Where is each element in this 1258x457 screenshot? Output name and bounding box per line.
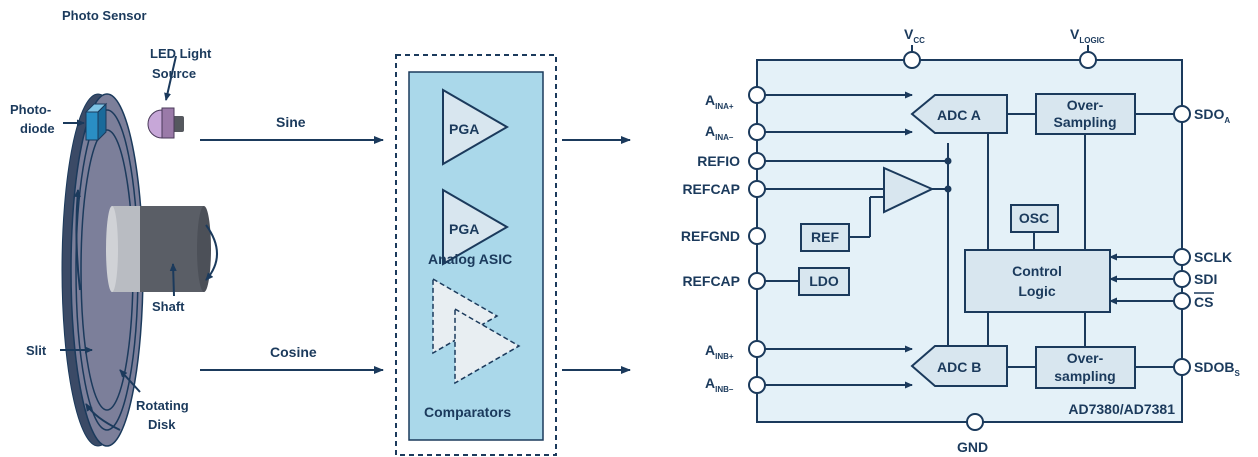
adc-chip-section: VCC VLOGIC GND AINA+ AINA– REFIO REFCAP … bbox=[681, 26, 1241, 455]
control-logic-block bbox=[964, 249, 1111, 313]
led-light-source-icon bbox=[147, 107, 184, 139]
shaft-pointer bbox=[169, 263, 177, 297]
sdi-pin bbox=[1173, 270, 1191, 288]
ain-b-minus-label: AINB– bbox=[705, 375, 734, 394]
adc-b-block bbox=[910, 345, 1008, 387]
pga-label-2: PGA bbox=[449, 221, 479, 237]
led-label-line1: LED Light bbox=[150, 46, 212, 61]
shaft-label: Shaft bbox=[152, 299, 185, 314]
comparator-triangle-2 bbox=[454, 307, 521, 385]
adc-b-label: ADC B bbox=[937, 359, 981, 375]
oversampling-b-line1: Over- bbox=[1067, 350, 1104, 366]
shaft-icon bbox=[106, 206, 218, 292]
ain-a-plus-pin bbox=[748, 86, 766, 104]
control-logic-line1: Control bbox=[1012, 263, 1062, 279]
sdob-pin bbox=[1173, 358, 1191, 376]
led-pointer bbox=[164, 55, 177, 101]
ain-b-plus-label: AINB+ bbox=[705, 342, 734, 361]
adc-a-block bbox=[910, 94, 1008, 134]
led-label-line2: Source bbox=[152, 66, 196, 81]
refgnd-label: REFGND bbox=[681, 228, 740, 244]
refcap-label-2: REFCAP bbox=[682, 273, 740, 289]
oversampling-b-line2: sampling bbox=[1054, 368, 1115, 384]
sdob-label: SDOBS bbox=[1194, 359, 1240, 378]
ain-a-minus-label: AINA– bbox=[705, 123, 734, 142]
sdi-label: SDI bbox=[1194, 271, 1217, 287]
slit-label: Slit bbox=[26, 343, 47, 358]
sclk-label: SCLK bbox=[1194, 249, 1232, 265]
gnd-pin bbox=[966, 413, 984, 431]
adc-a-label: ADC A bbox=[937, 107, 981, 123]
vlogic-label: VLOGIC bbox=[1070, 26, 1105, 45]
ldo-block bbox=[798, 267, 850, 296]
control-logic-line2: Logic bbox=[1018, 283, 1056, 299]
analog-asic-section: PGA PGA Analog ASIC Comparators bbox=[395, 54, 557, 456]
ref-buffer-amp bbox=[883, 166, 935, 214]
refio-pin bbox=[748, 152, 766, 170]
photodiode-label-line1: Photo- bbox=[10, 102, 51, 117]
ain-a-minus-pin bbox=[748, 123, 766, 141]
photodiode-label-line2: diode bbox=[20, 121, 55, 136]
sdoa-pin bbox=[1173, 105, 1191, 123]
cosine-label: Cosine bbox=[270, 344, 317, 360]
disk-label-line2: Disk bbox=[148, 417, 176, 432]
ref-block bbox=[800, 223, 850, 252]
disk-label-line1: Rotating bbox=[136, 398, 189, 413]
sine-label: Sine bbox=[276, 114, 306, 130]
refgnd-pin bbox=[748, 227, 766, 245]
comparators-label: Comparators bbox=[424, 404, 511, 420]
pga-triangle-1 bbox=[442, 88, 509, 166]
refcap-label-1: REFCAP bbox=[682, 181, 740, 197]
oversampling-a-line2: Sampling bbox=[1053, 114, 1116, 130]
cs-label: CS bbox=[1194, 294, 1213, 310]
internal-wiring bbox=[765, 91, 1174, 389]
asic-dashed-frame bbox=[395, 54, 557, 456]
encoder-section: Photo Sensor bbox=[10, 8, 218, 447]
ref-label: REF bbox=[811, 229, 839, 245]
sclk-pin bbox=[1173, 248, 1191, 266]
refcap-pin-1 bbox=[748, 180, 766, 198]
oversampling-a-line1: Over- bbox=[1067, 97, 1104, 113]
analog-asic-label: Analog ASIC bbox=[428, 251, 512, 267]
vlogic-pin bbox=[1079, 51, 1097, 69]
osc-block bbox=[1010, 204, 1059, 233]
ain-a-plus-label: AINA+ bbox=[705, 92, 734, 111]
oversampling-b-block bbox=[1035, 346, 1136, 389]
ldo-label: LDO bbox=[809, 273, 839, 289]
oversampling-a-block bbox=[1035, 93, 1136, 135]
gnd-label: GND bbox=[957, 439, 988, 455]
refio-label: REFIO bbox=[697, 153, 740, 169]
vcc-pin bbox=[903, 51, 921, 69]
rotation-arrow-up bbox=[73, 189, 81, 291]
cs-pin bbox=[1173, 292, 1191, 310]
sdoa-label: SDOA bbox=[1194, 106, 1230, 125]
osc-label: OSC bbox=[1019, 210, 1049, 226]
rotation-arrow-bottom bbox=[85, 403, 121, 431]
refcap-pin-2 bbox=[748, 272, 766, 290]
vcc-label: VCC bbox=[904, 26, 925, 45]
photodiode-icon bbox=[84, 102, 108, 142]
part-number-label: AD7380/AD7381 bbox=[1068, 401, 1175, 417]
pga-triangle-2 bbox=[442, 188, 509, 266]
disk-pointer bbox=[119, 369, 141, 393]
pga-label-1: PGA bbox=[449, 121, 479, 137]
ain-b-minus-pin bbox=[748, 376, 766, 394]
photo-sensor-title: Photo Sensor bbox=[62, 8, 147, 23]
ain-b-plus-pin bbox=[748, 340, 766, 358]
